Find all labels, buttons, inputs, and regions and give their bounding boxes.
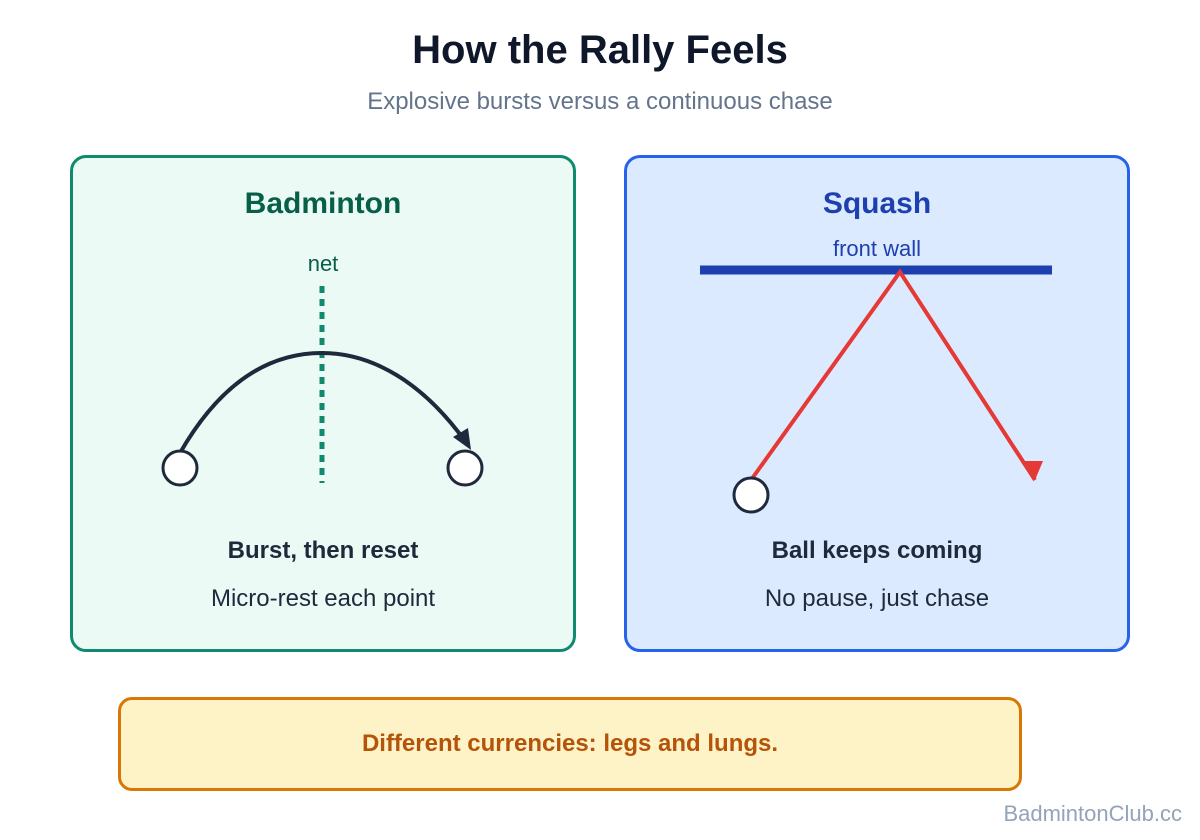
shuttle-arc-path	[178, 350, 467, 455]
badminton-rally-diagram	[161, 286, 484, 487]
badminton-caption: Burst, then reset	[227, 537, 419, 564]
page-subtitle: Explosive bursts versus a continuous cha…	[367, 88, 833, 115]
summary-banner: Different currencies: legs and lungs.	[118, 697, 1022, 791]
arrowhead-icon	[1024, 461, 1043, 480]
net-label: net	[307, 251, 339, 276]
squash-heading: Squash	[822, 187, 932, 220]
page-title: How the Rally Feels	[412, 28, 788, 72]
squash-note: No pause, just chase	[764, 585, 990, 612]
badminton-heading: Badminton	[244, 187, 402, 220]
squash-rally-diagram	[700, 265, 1052, 514]
summary-banner-text: Different currencies: legs and lungs.	[361, 730, 779, 757]
badminton-panel: Badminton net Burst, then reset Micro-re…	[70, 155, 576, 652]
player-circle-icon	[446, 449, 484, 487]
front-wall-label: front wall	[832, 236, 922, 261]
watermark: BadmintonClub.cc	[1003, 801, 1182, 826]
squash-panel: Squash front wall Ball keeps coming No p…	[624, 155, 1130, 652]
squash-caption: Ball keeps coming	[771, 537, 983, 564]
player-circle-icon	[161, 449, 199, 487]
ball-path	[749, 268, 1037, 482]
arrowhead-icon	[453, 428, 471, 450]
badminton-note: Micro-rest each point	[210, 585, 436, 612]
player-circle-icon	[732, 476, 770, 514]
